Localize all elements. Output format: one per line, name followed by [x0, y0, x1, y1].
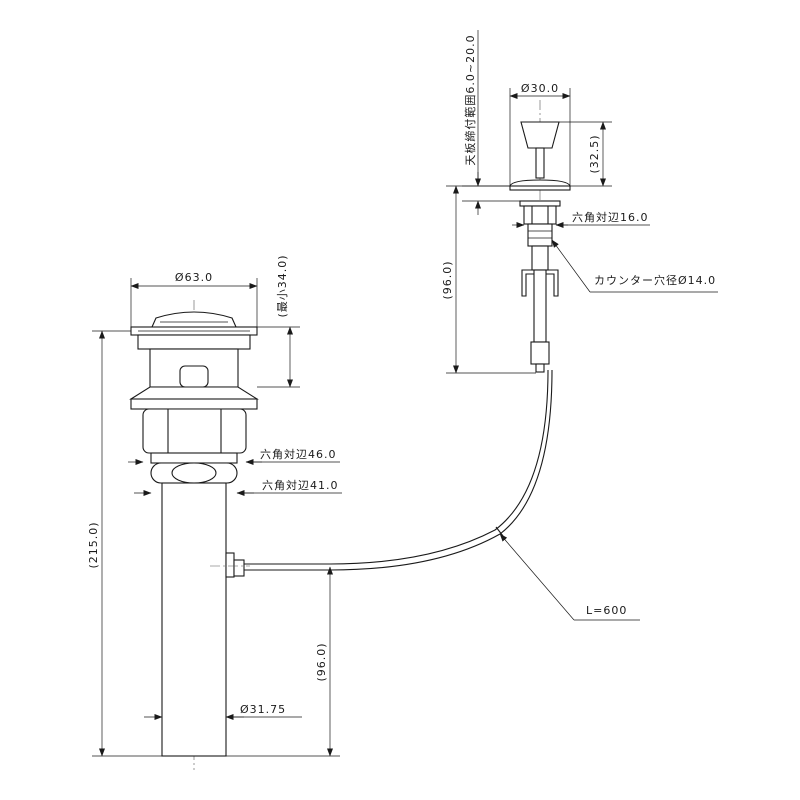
knob-washer [519, 200, 561, 207]
dim-rod-length: (96.0) [441, 260, 454, 299]
knob-rod-end [530, 341, 550, 365]
drain-cap-dome [151, 311, 237, 328]
drain-collar [137, 334, 251, 350]
drain-dimensions: Ø63.0 (最小34.0) (215.0) 六角対辺46.0 六角対辺41.0… [87, 254, 342, 757]
dim-counter-hole: カウンター穴径Ø14.0 [594, 273, 716, 287]
side-port [225, 552, 235, 578]
knob-assembly [509, 100, 571, 373]
dim-cable-length: L=600 [586, 604, 627, 617]
dim-pipe-offset: (96.0) [315, 642, 328, 681]
drain-washer [130, 398, 258, 410]
cable-dimension: L=600 [499, 533, 640, 621]
knob-dimensions: Ø30.0 (32.5) 天板締付範囲6.0~20.0 六角対辺16.0 カウン… [441, 30, 718, 374]
dim-knob-hex: 六角対辺16.0 [572, 210, 649, 224]
knob-escutcheon [509, 185, 571, 191]
knob-clip [521, 269, 559, 297]
knob-cable-joint [535, 363, 545, 373]
drain-assembly [129, 300, 259, 770]
drain-cone-washer [129, 386, 259, 400]
dim-min-height: (最小34.0) [276, 254, 289, 317]
knob-head [520, 121, 560, 149]
knob-sleeve [531, 245, 549, 271]
dim-hex-small: 六角対辺41.0 [262, 478, 339, 492]
hex-nut-large [142, 408, 247, 454]
dim-hex-large: 六角対辺46.0 [260, 447, 337, 461]
hex-nut-small [150, 462, 238, 484]
control-cable [244, 369, 553, 571]
dim-total-height: (215.0) [87, 521, 100, 568]
cable-upper-edge [244, 369, 549, 565]
dim-knob-diameter: Ø30.0 [521, 82, 559, 95]
knob-threaded-body [527, 223, 553, 247]
dim-knob-height: (32.5) [588, 134, 601, 173]
dim-counter-range: 天板締付範囲6.0~20.0 [463, 34, 477, 165]
knob-stem [535, 147, 545, 179]
hex-collar [150, 452, 238, 464]
drain-slot [179, 365, 209, 388]
knob-hex-nut [523, 205, 557, 225]
cable-connector [233, 559, 245, 577]
knob-escutcheon-dome [509, 179, 571, 187]
cable-lower-edge [244, 369, 553, 571]
tail-pipe [161, 482, 227, 757]
dim-cap-diameter: Ø63.0 [175, 271, 213, 284]
knob-rod-housing [533, 269, 547, 343]
dim-pipe-diameter: Ø31.75 [240, 703, 286, 716]
